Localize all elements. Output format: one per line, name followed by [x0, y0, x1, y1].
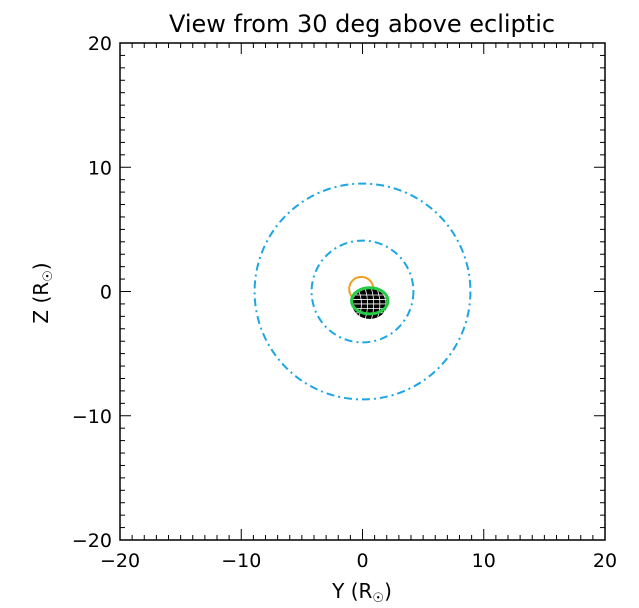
x-axis-unit-symbol: ☉ — [372, 591, 384, 606]
plot-axes: −20 −10 0 10 20 −20 −10 0 10 20 — [72, 33, 617, 572]
x-tick-label: 10 — [472, 550, 496, 572]
y-axis-label: Z (R☉) — [29, 262, 56, 323]
orbit-circle-0 — [253, 182, 472, 401]
mesh-lon-line-1 — [364, 289, 368, 319]
fit-ellipse — [350, 286, 390, 316]
y-tick-label: −10 — [72, 406, 112, 428]
plot-labels: View from 30 deg above ecliptic Y (R☉) Z… — [29, 10, 555, 606]
x-tick-label: −20 — [100, 550, 140, 572]
chart-title: View from 30 deg above ecliptic — [169, 10, 555, 38]
mesh-lon-line-3 — [377, 290, 381, 318]
orbit-circle-1 — [310, 239, 415, 344]
y-axis-label-text: Z (R — [29, 282, 53, 324]
x-tick-label: −10 — [221, 550, 261, 572]
x-axis-label-close: ) — [384, 579, 392, 603]
y-axis-label-close: ) — [29, 262, 53, 270]
y-tick-label: −20 — [72, 530, 112, 552]
y-axis-unit-symbol: ☉ — [41, 270, 56, 282]
x-axis-label-text: Y (R — [331, 579, 372, 603]
x-axis-label: Y (R☉) — [331, 579, 392, 606]
y-tick-label: 0 — [100, 282, 112, 304]
mesh-lon-line-0 — [358, 291, 362, 316]
y-tick-label: 20 — [88, 33, 112, 55]
x-tick-label: 20 — [593, 550, 617, 572]
x-tick-label: 0 — [356, 550, 368, 572]
plot-marks — [253, 182, 472, 401]
plot-area — [253, 182, 472, 401]
mesh-lon-line-2 — [371, 288, 375, 319]
y-tick-label: 10 — [88, 157, 112, 179]
